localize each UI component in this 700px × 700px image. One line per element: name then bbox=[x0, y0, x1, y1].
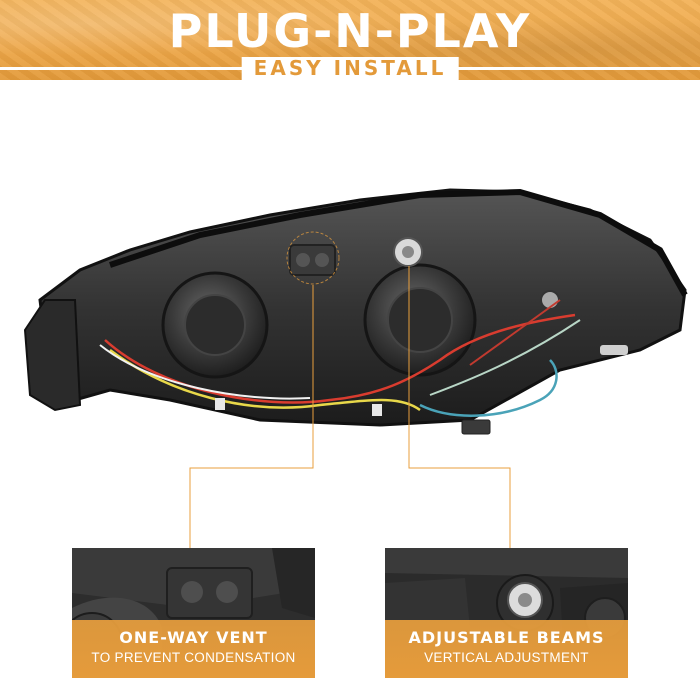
feature-subtitle: TO PREVENT CONDENSATION bbox=[91, 650, 296, 665]
feature-subtitle: VERTICAL ADJUSTMENT bbox=[424, 650, 589, 665]
feature-caption-vent: ONE-WAY VENT TO PREVENT CONDENSATION bbox=[72, 620, 315, 678]
feature-title: ONE-WAY VENT bbox=[119, 628, 268, 647]
header-banner: PLUG-N-PLAY EASY INSTALL bbox=[0, 0, 700, 80]
feature-inset-beams: ADJUSTABLE BEAMS VERTICAL ADJUSTMENT bbox=[385, 548, 628, 678]
feature-inset-vent: ONE-WAY VENT TO PREVENT CONDENSATION bbox=[72, 548, 315, 678]
subtitle-band: EASY INSTALL bbox=[0, 57, 700, 80]
feature-caption-beams: ADJUSTABLE BEAMS VERTICAL ADJUSTMENT bbox=[385, 620, 628, 678]
headlight-rear-image bbox=[23, 188, 688, 435]
banner-title: PLUG-N-PLAY bbox=[168, 4, 532, 58]
banner-subtitle: EASY INSTALL bbox=[241, 57, 459, 80]
feature-title: ADJUSTABLE BEAMS bbox=[408, 628, 605, 647]
